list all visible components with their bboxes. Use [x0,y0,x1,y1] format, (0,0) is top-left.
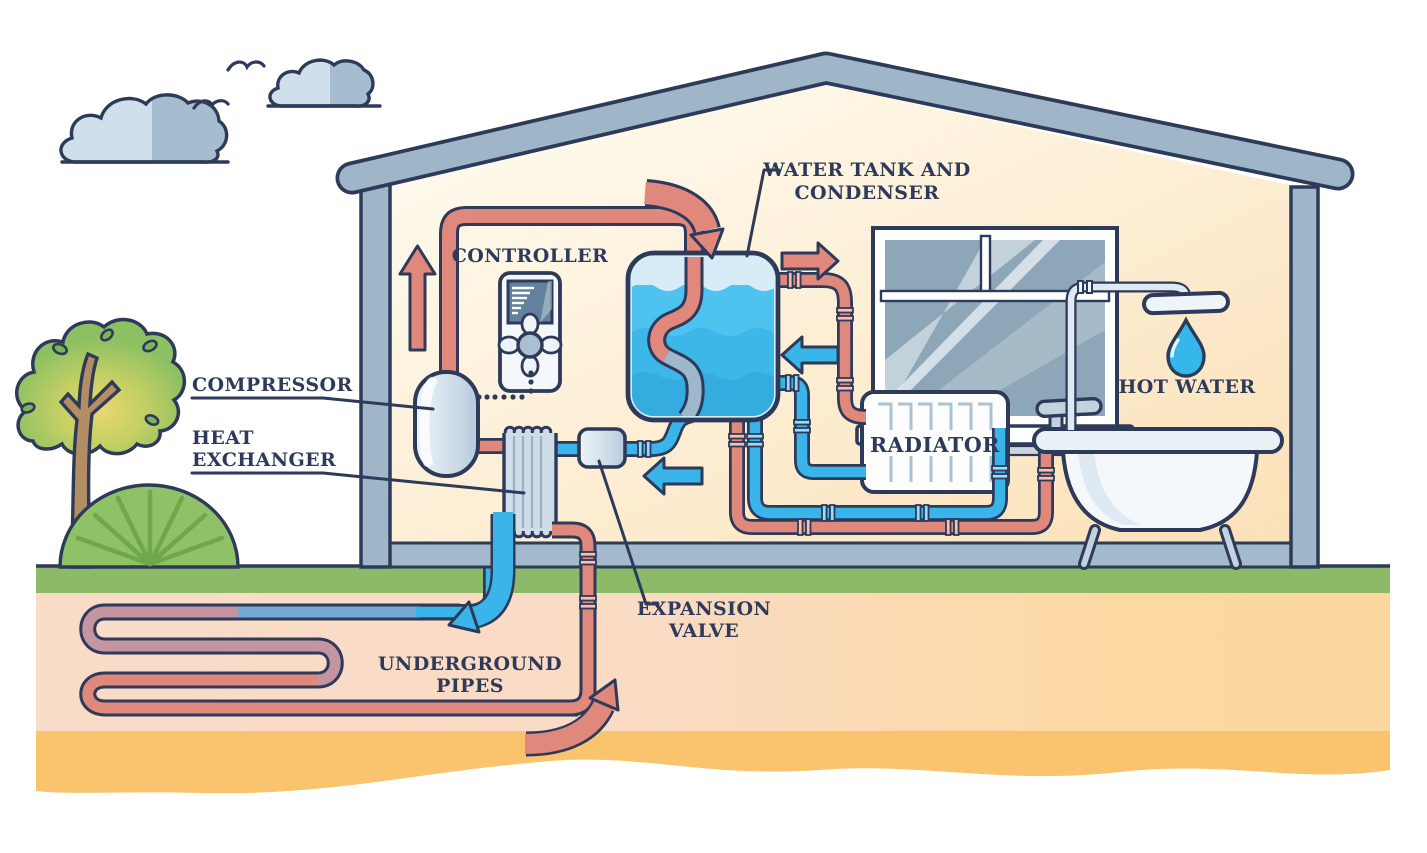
leaf-icon [100,328,114,342]
label-heat-exchanger-2: EXCHANGER [192,449,336,471]
heating-pipes [728,271,1055,536]
flow-arrows [398,179,840,757]
bush [58,483,240,569]
shower [1065,280,1230,430]
expansion-valve [577,427,627,469]
controller [476,271,563,400]
arrow-hot-right [780,241,840,281]
label-underground-1: UNDERGROUND [378,653,562,675]
compressor [413,370,480,478]
controller-dotted-link [476,370,534,400]
label-expansion-2: VALVE [668,620,739,642]
arrow-hot-up [398,244,437,352]
tree-canopy [15,317,187,456]
ground-loop-warm-riser [552,521,597,717]
deep-soil-layer [36,731,1390,794]
label-water-tank-2: CONDENSER [795,182,940,204]
bird-icon [192,99,230,110]
condenser-coil [647,257,705,416]
arrow-cold-down-ground [447,512,516,634]
arrow-cold-left-tank [780,335,840,375]
bathtub-rim [1032,427,1284,454]
leaf-icon [20,402,36,414]
bathtub-legs [1078,524,1242,570]
radiator [860,390,1010,494]
leaf-icon [142,339,158,353]
house-wall-left [359,182,392,569]
labels: CONTROLLER WATER TANK AND CONDENSER COMP… [192,159,1255,697]
label-leaders [190,168,781,606]
bird-icon [226,60,266,72]
label-hot-water: HOT WATER [1118,376,1255,398]
shower-head [1142,290,1230,316]
label-controller: CONTROLLER [452,245,609,267]
house-roof-fill [339,55,1351,191]
arrow-cold-left-valve [642,456,704,496]
water-tank [625,250,781,423]
tree-trunk [58,351,122,569]
cloud-large [59,93,230,164]
label-expansion-1: EXPANSION [637,598,771,620]
label-compressor: COMPRESSOR [192,374,353,396]
label-water-tank-1: WATER TANK AND [762,159,970,181]
ground-layers [36,564,1390,794]
label-radiator: RADIATOR [870,433,1000,457]
water-drop-icon [1166,316,1206,378]
tree [15,317,187,569]
pipe-joints [728,271,1055,536]
arrow-hot-curved-top [643,179,725,260]
cloud-small [266,58,382,108]
house-wall-right [1289,185,1320,569]
leaf-icon [51,342,69,356]
leaf-icon [144,414,160,426]
arrow-hot-up-ground [524,678,620,757]
label-underground-2: PIPES [436,675,504,697]
controller-dpad [497,312,563,378]
grass-layer [36,567,1390,593]
label-heat-exchanger-1: HEAT [192,427,254,449]
